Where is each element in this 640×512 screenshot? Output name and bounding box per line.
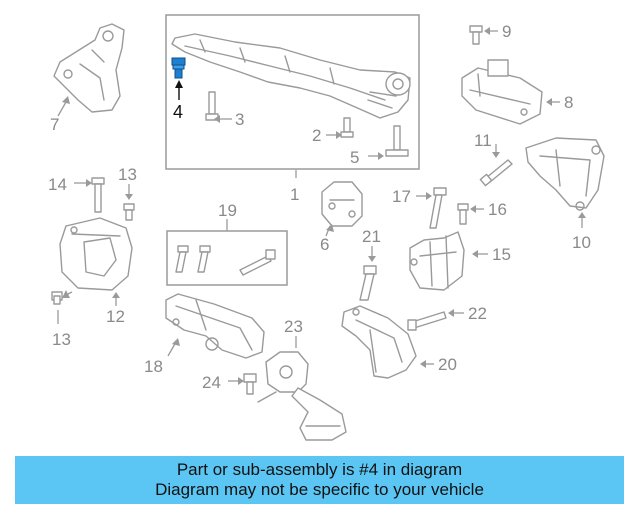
bolt-part-22[interactable]	[407, 311, 447, 331]
callout-4: 4	[173, 102, 183, 122]
banner-line-2: Diagram may not be specific to your vehi…	[155, 480, 484, 499]
mount-part-6[interactable]	[321, 181, 363, 227]
bolt-part-13-lower[interactable]	[51, 291, 63, 305]
parts-diagram: 1 4 3 2 5 7 9	[48, 14, 605, 441]
callout-16: 16	[488, 200, 507, 219]
bolt-part-17[interactable]	[429, 187, 447, 229]
callout-9: 9	[502, 22, 511, 41]
bracket-part-10[interactable]	[525, 137, 605, 211]
banner-line-1: Part or sub-assembly is #4 in diagram	[176, 460, 463, 479]
callout-10: 10	[572, 233, 591, 252]
bracket-part-7[interactable]	[53, 23, 125, 113]
callout-20: 20	[438, 355, 457, 374]
callout-23: 23	[284, 317, 303, 336]
engine-mount-part-12[interactable]	[59, 217, 133, 291]
bolt-part-3[interactable]	[205, 91, 219, 121]
part-4-arrow	[175, 80, 183, 88]
callout-13-upper: 13	[118, 165, 137, 184]
callout-5: 5	[350, 148, 359, 167]
callout-14: 14	[48, 175, 67, 194]
callout-6: 6	[320, 235, 329, 254]
info-banner: Part or sub-assembly is #4 in diagram Di…	[15, 456, 624, 504]
callout-2: 2	[312, 126, 321, 145]
callout-3: 3	[235, 110, 244, 129]
bracket-part-15[interactable]	[409, 231, 465, 291]
callout-15: 15	[492, 245, 511, 264]
bolt-part-13-upper[interactable]	[123, 203, 135, 221]
crossmember-group-box	[165, 14, 420, 170]
callout-11: 11	[474, 131, 492, 150]
callout-21: 21	[362, 227, 381, 246]
engine-mount-part-8[interactable]	[461, 59, 543, 125]
bolt-part-2[interactable]	[340, 117, 354, 138]
callout-12: 12	[106, 307, 125, 326]
callout-22: 22	[468, 304, 487, 323]
bolt-part-16[interactable]	[457, 203, 469, 225]
bolt-part-11[interactable]	[479, 159, 513, 187]
bolt-set-part-19[interactable]	[175, 245, 276, 276]
callout-18: 18	[144, 357, 163, 376]
engine-mount-part-23[interactable]	[257, 351, 347, 441]
highlighted-bolt-part-4[interactable]	[171, 57, 186, 79]
callout-17: 17	[392, 187, 411, 206]
callout-1: 1	[290, 185, 299, 204]
bolt-part-14[interactable]	[91, 177, 105, 213]
bolt-part-24[interactable]	[243, 373, 257, 395]
bolt-part-9[interactable]	[469, 25, 483, 45]
callout-7: 7	[50, 115, 59, 134]
bolt-part-21[interactable]	[359, 265, 377, 301]
bracket-part-20[interactable]	[341, 305, 417, 379]
crossmember-part[interactable]	[171, 33, 411, 119]
bolt-part-5[interactable]	[385, 125, 409, 157]
callout-24: 24	[202, 373, 221, 392]
bracket-part-18[interactable]	[165, 293, 265, 359]
callout-13-lower: 13	[52, 330, 71, 349]
callout-19: 19	[218, 201, 237, 220]
callout-8: 8	[564, 93, 573, 112]
